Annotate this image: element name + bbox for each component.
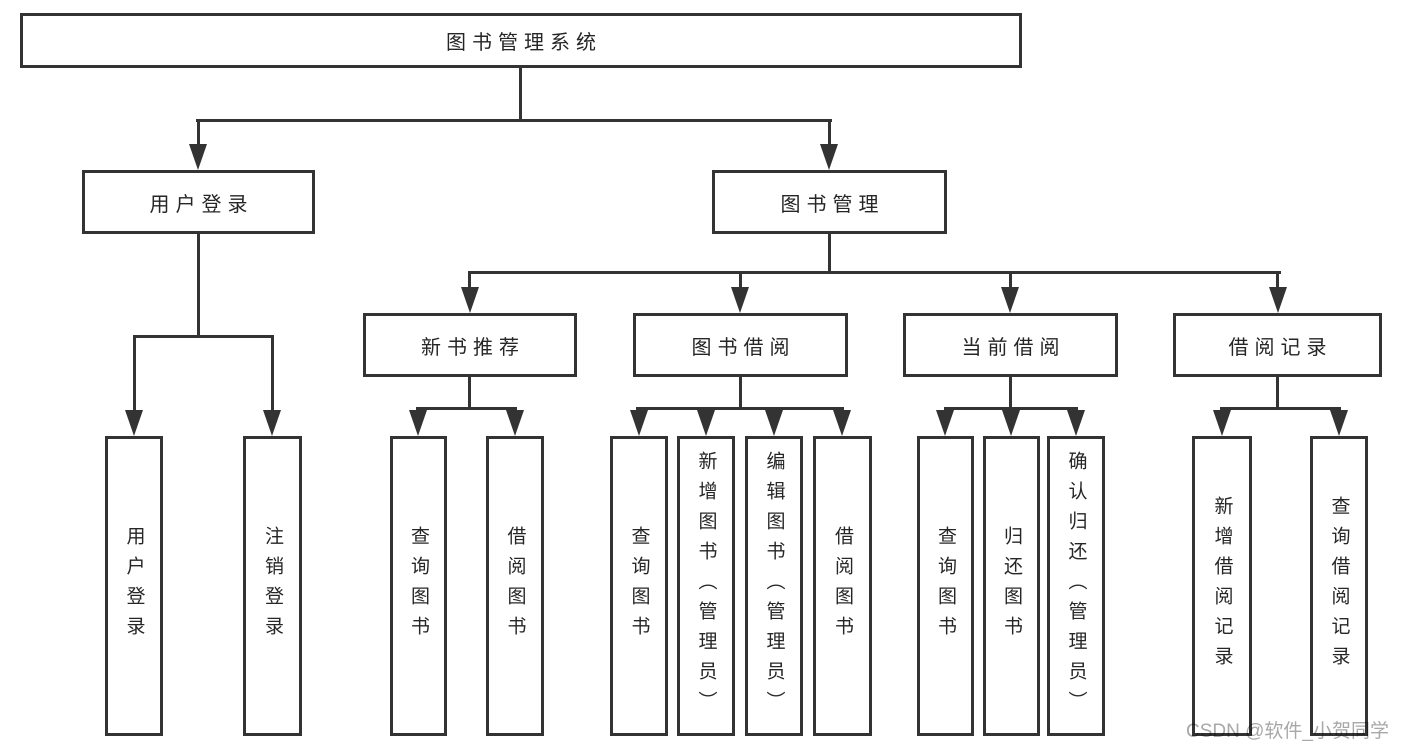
arrowhead-down-icon: [1067, 410, 1085, 436]
leaf-label: 确认归还（管理员）: [1065, 451, 1087, 721]
leaf-add-books-admin: 新增图书（管理员）: [677, 436, 735, 736]
arrowhead-down-icon: [461, 287, 479, 313]
leaf-add-borrow-record: 新增借阅记录: [1192, 436, 1252, 736]
node-library-management-system: 图书管理系统: [20, 13, 1022, 68]
node-current-borrowing: 当前借阅: [903, 313, 1118, 377]
connector-segment: [828, 119, 831, 146]
leaf-confirm-return-admin: 确认归还（管理员）: [1047, 436, 1105, 736]
leaf-label: 归还图书: [1001, 526, 1022, 646]
node-borrowing-records: 借阅记录: [1173, 313, 1382, 377]
leaf-return-books: 归还图书: [983, 436, 1040, 736]
leaf-logout-login: 注销登录: [243, 436, 302, 736]
node-book-management: 图书管理: [712, 170, 947, 234]
connector-segment: [196, 119, 832, 122]
arrowhead-down-icon: [1213, 410, 1231, 436]
arrowhead-down-icon: [263, 410, 281, 436]
leaf-label: 新增图书（管理员）: [695, 451, 717, 721]
node-book-borrowing: 图书借阅: [633, 313, 848, 377]
leaf-query-borrow-record: 查询借阅记录: [1310, 436, 1368, 736]
node-label: 图书管理系统: [446, 32, 602, 54]
connector-segment: [197, 119, 200, 146]
arrowhead-down-icon: [833, 410, 851, 436]
arrowhead-down-icon: [1001, 287, 1019, 313]
connector-segment: [519, 66, 522, 122]
connector-segment: [739, 271, 742, 288]
connector-segment: [468, 271, 1281, 274]
arrowhead-down-icon: [506, 410, 524, 436]
connector-segment: [271, 335, 274, 412]
connector-segment: [468, 375, 471, 410]
leaf-label: 借阅图书: [504, 526, 526, 646]
leaf-query-books-borrowing: 查询图书: [610, 436, 668, 736]
node-new-book-recommendation: 新书推荐: [363, 313, 577, 377]
connector-segment: [828, 234, 831, 274]
node-label: 当前借阅: [961, 336, 1066, 359]
node-label: 图书管理: [780, 193, 885, 216]
node-user-login: 用户登录: [82, 170, 315, 234]
arrowhead-down-icon: [409, 410, 427, 436]
arrowhead-down-icon: [1002, 410, 1020, 436]
connector-segment: [1220, 407, 1341, 410]
leaf-label: 用户登录: [123, 526, 145, 646]
leaf-label: 注销登录: [262, 526, 283, 646]
connector-segment: [197, 234, 200, 338]
leaf-label: 新增借阅记录: [1211, 496, 1233, 676]
arrowhead-down-icon: [820, 144, 838, 170]
connector-segment: [1276, 271, 1279, 288]
node-label: 借阅记录: [1228, 336, 1333, 359]
leaf-borrow-books-recommend: 借阅图书: [486, 436, 544, 736]
watermark-csdn: CSDN @软件_小贺同学: [1186, 721, 1389, 742]
connector-segment: [468, 271, 471, 288]
leaf-query-books-current: 查询图书: [917, 436, 974, 736]
arrowhead-down-icon: [189, 144, 207, 170]
leaf-query-books-recommend: 查询图书: [390, 436, 447, 736]
node-label: 图书借阅: [691, 336, 796, 359]
leaf-label: 编辑图书（管理员）: [763, 451, 785, 721]
leaf-borrow-books-borrowing: 借阅图书: [813, 436, 872, 736]
connector-segment: [1009, 271, 1012, 288]
connector-segment: [133, 335, 136, 412]
node-label: 新书推荐: [421, 336, 525, 359]
arrowhead-down-icon: [1330, 410, 1348, 436]
arrowhead-down-icon: [630, 410, 648, 436]
leaf-label: 查询借阅记录: [1328, 496, 1350, 676]
arrowhead-down-icon: [731, 287, 749, 313]
leaf-label: 借阅图书: [832, 526, 853, 646]
leaf-user-login: 用户登录: [105, 436, 163, 736]
connector-segment: [133, 335, 274, 338]
leaf-edit-books-admin: 编辑图书（管理员）: [745, 436, 803, 736]
arrowhead-down-icon: [1269, 287, 1287, 313]
leaf-label: 查询图书: [935, 526, 956, 646]
arrowhead-down-icon: [765, 410, 783, 436]
connector-segment: [1009, 375, 1012, 410]
arrowhead-down-icon: [125, 410, 143, 436]
arrowhead-down-icon: [697, 410, 715, 436]
connector-segment: [416, 407, 517, 410]
leaf-label: 查询图书: [628, 526, 650, 646]
connector-segment: [636, 407, 844, 410]
arrowhead-down-icon: [936, 410, 954, 436]
leaf-label: 查询图书: [408, 526, 429, 646]
connector-segment: [1276, 375, 1279, 410]
node-label: 用户登录: [149, 193, 254, 216]
connector-segment: [739, 375, 742, 410]
